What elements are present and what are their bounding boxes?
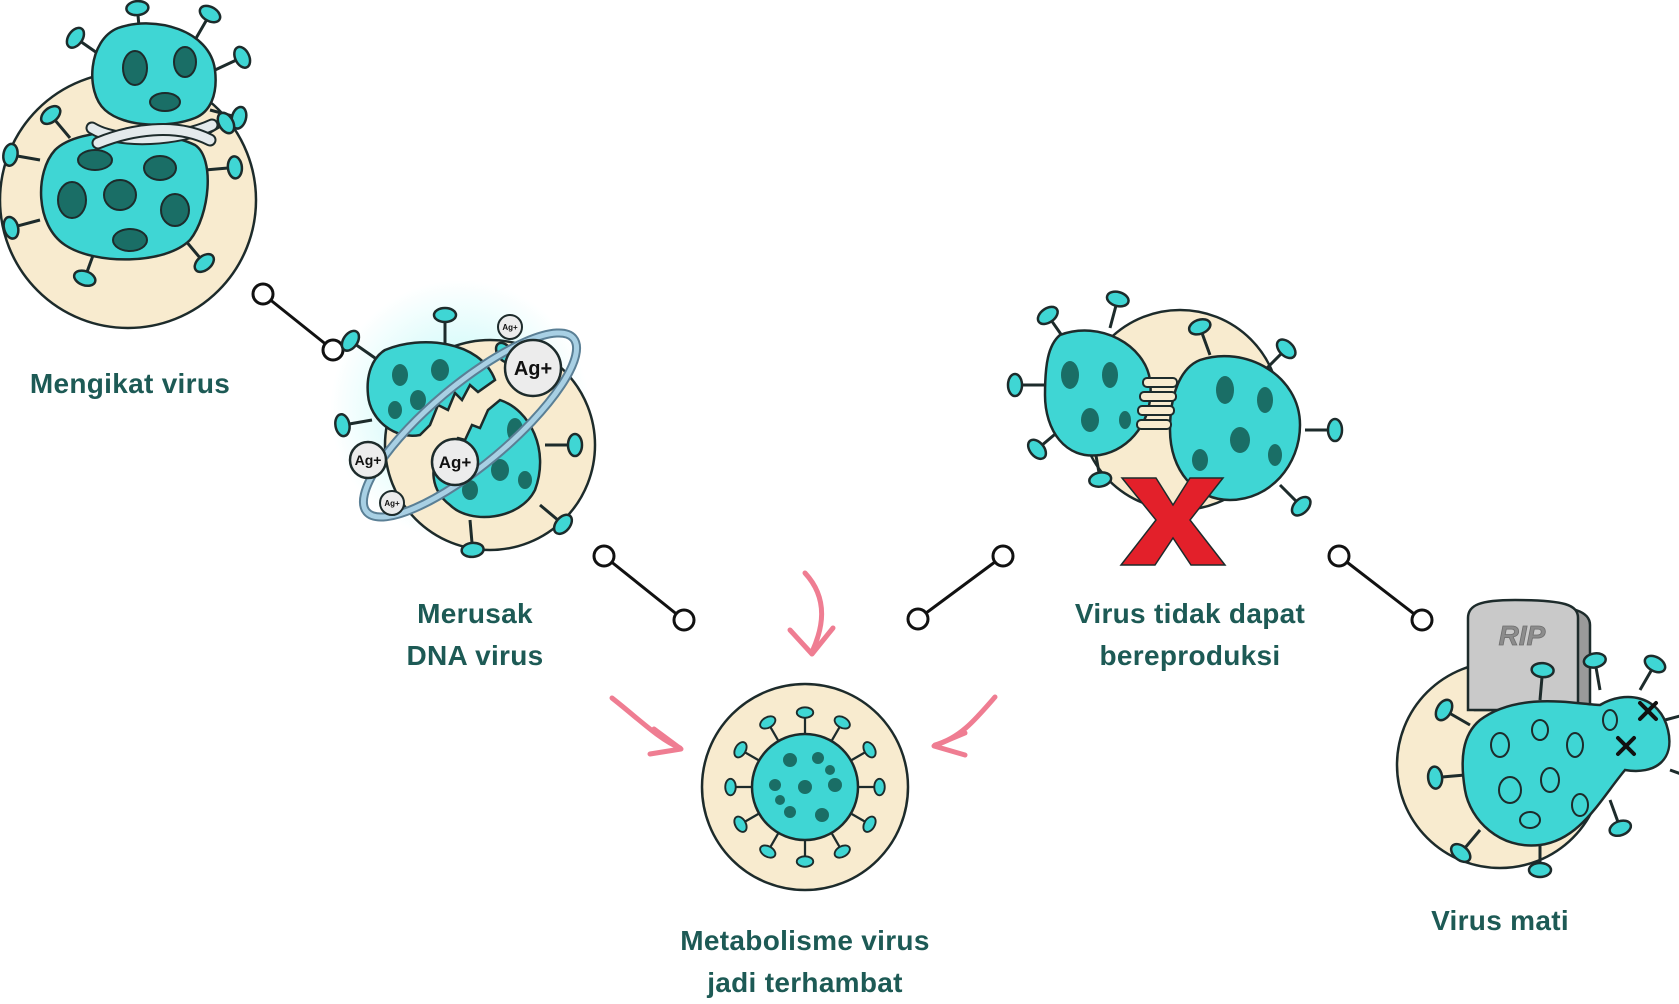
svg-text:Ag+: Ag+ (502, 323, 518, 332)
connector-bind-damage (251, 282, 345, 362)
virus-dead-body (1461, 695, 1671, 847)
stage-dead-illustration: RIP (1395, 598, 1679, 879)
red-cross-icon (1119, 477, 1227, 566)
svg-text:Ag+: Ag+ (439, 453, 472, 472)
label-metabolism-line2: jadi terhambat (707, 967, 903, 998)
stage-metabolism-illustration (700, 682, 910, 892)
virus-upper-body (91, 22, 217, 126)
silver-ion-center: Ag+ (430, 437, 480, 487)
binding-band (85, 118, 219, 150)
svg-text:Ag+: Ag+ (384, 499, 400, 508)
label-damage-line2: DNA virus (406, 640, 544, 671)
silver-ion-small-top: Ag+ (497, 314, 523, 340)
svg-text:Ag+: Ag+ (355, 452, 382, 468)
svg-text:RIP: RIP (1499, 620, 1546, 651)
label-metabolism-line1: Metabolisme virus (680, 925, 930, 956)
label-dead-line1: Virus mati (1431, 905, 1569, 936)
pink-arrows (609, 570, 998, 758)
silver-ion-left: Ag+ (348, 440, 388, 480)
label-bind-line1: Mengikat virus (29, 368, 231, 399)
connector-metabolism-noreproduce (906, 544, 1015, 631)
label-metabolism: Metabolisme virus jadi terhambat (645, 920, 965, 1004)
label-bind: Mengikat virus (0, 363, 260, 405)
arrow-top (802, 570, 825, 655)
tombstone-icon: RIP (1466, 598, 1592, 712)
stage-damage-illustration: Ag+ Ag+ Ag+ Ag+ Ag+ (330, 280, 597, 560)
dead-eyes-icon (1616, 701, 1658, 756)
virus-dividing-left (1043, 329, 1152, 457)
label-damage: Merusak DNA virus (355, 593, 595, 677)
label-noreproduce-line2: bereproduksi (1099, 640, 1281, 671)
label-damage-line1: Merusak (417, 598, 533, 629)
connector-damage-metabolism (592, 544, 696, 632)
division-bridge (1136, 377, 1178, 430)
stage-bind-illustration (0, 0, 258, 330)
label-noreproduce-line1: Virus tidak dapat (1074, 598, 1306, 629)
connector-noreproduce-dead (1327, 544, 1434, 632)
label-noreproduce: Virus tidak dapat bereproduksi (1040, 593, 1340, 677)
stage-noreproduce-illustration (1006, 287, 1344, 566)
silver-ion-small-bottom: Ag+ (379, 490, 405, 516)
silver-ion-large: Ag+ (503, 338, 563, 398)
svg-text:Ag+: Ag+ (514, 358, 552, 380)
arrow-right (932, 694, 998, 748)
label-dead: Virus mati (1380, 900, 1620, 942)
